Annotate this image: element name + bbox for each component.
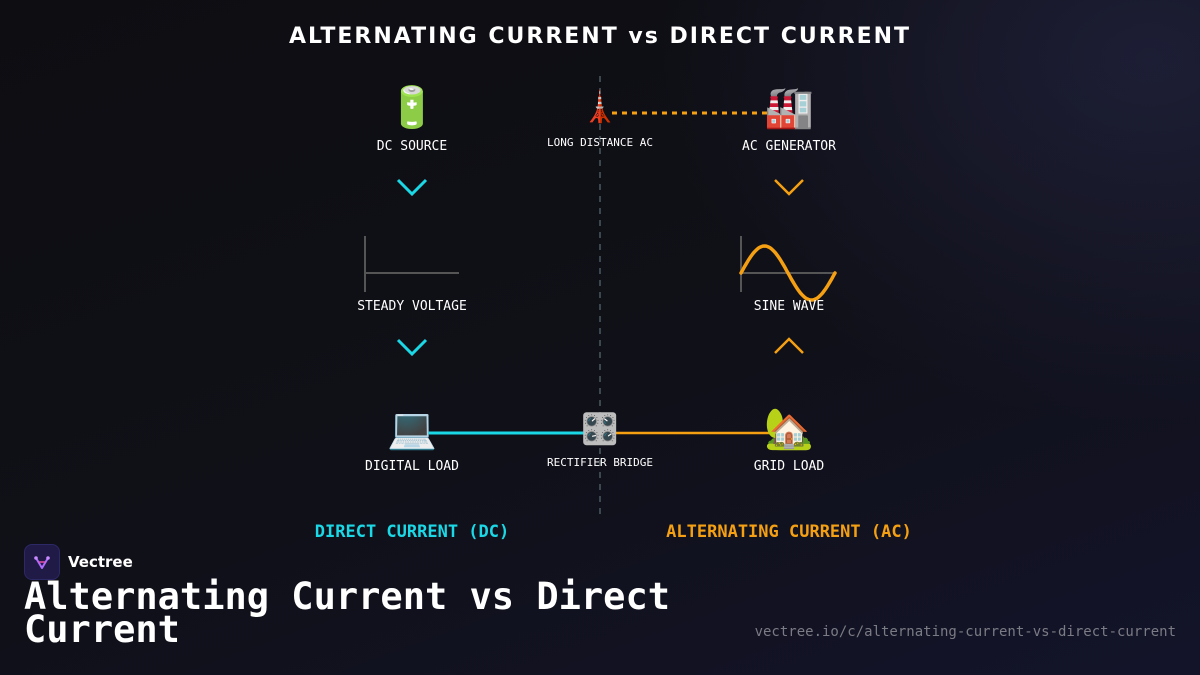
control-knobs-icon: 🎛️ (581, 412, 619, 447)
dc-chevron-down-icon-2 (396, 338, 428, 357)
dc-chevron-down-icon-1 (396, 178, 428, 197)
rectifier-bridge-label: RECTIFIER BRIDGE (547, 456, 653, 469)
dc-column-label: DIRECT CURRENT (DC) (314, 522, 510, 542)
source-url[interactable]: vectree.io/c/alternating-current-vs-dire… (754, 624, 1176, 640)
transmission-tower-icon: 🗼 (581, 90, 619, 125)
grid-load-label: GRID LOAD (753, 459, 825, 474)
ac-chevron-up-icon (774, 337, 804, 354)
house-icon: 🏡 (764, 406, 814, 452)
laptop-icon: 💻 (387, 406, 437, 452)
sine-wave-label: SINE WAVE (753, 299, 825, 314)
footer-heading: Alternating Current vs Direct Current (24, 575, 671, 651)
vectree-logo-icon (24, 544, 60, 580)
digital-load-label: DIGITAL LOAD (365, 459, 459, 474)
ac-column-label: ALTERNATING CURRENT (AC) (666, 522, 912, 542)
brand-name: Vectree (68, 553, 133, 571)
steady-voltage-label: STEADY VOLTAGE (357, 299, 467, 314)
dc-source-label: DC SOURCE (376, 139, 448, 154)
factory-icon: 🏭 (764, 85, 814, 131)
brand[interactable]: Vectree (24, 544, 133, 580)
battery-icon: 🔋 (387, 85, 437, 131)
ac-generator-label: AC GENERATOR (742, 139, 836, 154)
ac-chevron-down-icon (774, 179, 804, 196)
long-distance-ac-label: LONG DISTANCE AC (547, 136, 653, 149)
sine-wave-curve (739, 244, 837, 302)
page-title: ALTERNATING CURRENT vs DIRECT CURRENT (288, 24, 912, 49)
